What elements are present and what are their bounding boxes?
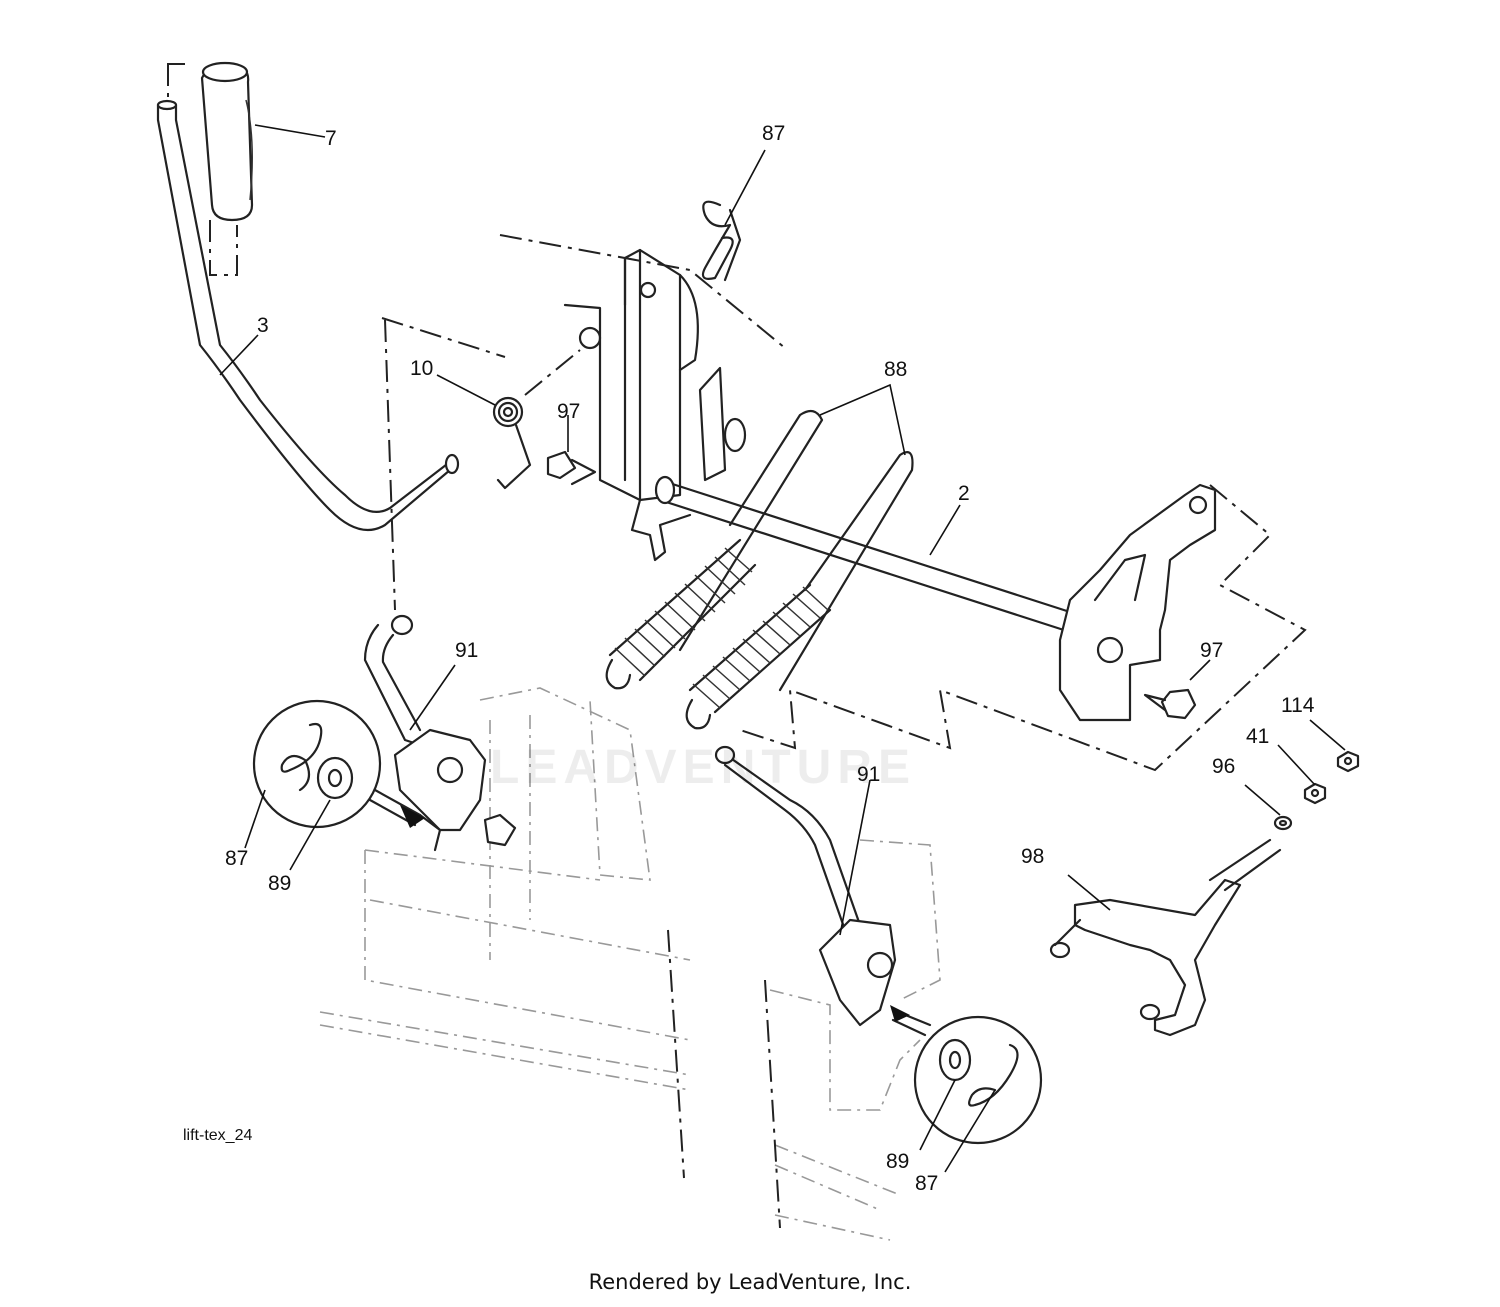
callout-link-right: 91 (857, 763, 880, 786)
watermark-text: LEADVENTURE (490, 741, 917, 794)
callout-extension-springs: 88 (884, 358, 907, 381)
callout-torsion-spring: 10 (410, 357, 433, 380)
callout-bolt-left: 97 (557, 400, 580, 423)
nut-41-part (1303, 782, 1327, 805)
callout-washer-96: 96 (1212, 755, 1235, 778)
callout-nut-114: 114 (1281, 694, 1315, 717)
callout-hairpin-left-detail: 87 (225, 847, 248, 870)
callout-lift-lever: 3 (257, 314, 269, 337)
spring-coil-right (685, 583, 832, 730)
lift-shaft-part (654, 475, 1089, 646)
callout-labels: 7 3 87 10 97 88 2 97 91 91 114 41 96 98 … (225, 122, 1315, 1195)
right-bracket-part (739, 483, 1307, 772)
callout-washer-left-detail: 89 (268, 872, 291, 895)
bracket-98-part (1049, 838, 1282, 1037)
callout-bracket-98: 98 (1021, 845, 1044, 868)
lift-link-right-part (714, 745, 897, 1027)
handle-grip-part (167, 61, 254, 276)
lift-lever-part (156, 99, 506, 611)
lift-link-left-part (363, 614, 517, 852)
callout-handle-grip: 7 (325, 127, 337, 150)
spring-coil-left (605, 538, 757, 690)
diagram-id-label: lift-tex_24 (183, 1127, 253, 1144)
leader-lines (219, 124, 1346, 1173)
callout-nut-41: 41 (1246, 725, 1269, 748)
callout-bolt-right: 97 (1200, 639, 1223, 662)
bolt-left-part (546, 450, 597, 486)
washer-96-part (1273, 815, 1293, 831)
detail-circle-left (252, 699, 425, 829)
detail-circle-right (890, 1005, 1043, 1145)
callout-hairpin-right-detail: 87 (915, 1172, 938, 1195)
hairpin-clip-top-part (701, 200, 742, 282)
extension-springs-part (605, 409, 914, 730)
callout-lift-shaft: 2 (958, 482, 970, 505)
callout-washer-right-detail: 89 (886, 1150, 909, 1173)
callout-hairpin-top: 87 (762, 122, 785, 145)
callout-link-left: 91 (455, 639, 478, 662)
footer-credit: Rendered by LeadVenture, Inc. (588, 1270, 912, 1294)
nut-114-part (1336, 750, 1360, 773)
torsion-spring-part (492, 349, 581, 490)
center-bracket-part (499, 234, 786, 562)
bolt-right-part (1143, 688, 1197, 720)
